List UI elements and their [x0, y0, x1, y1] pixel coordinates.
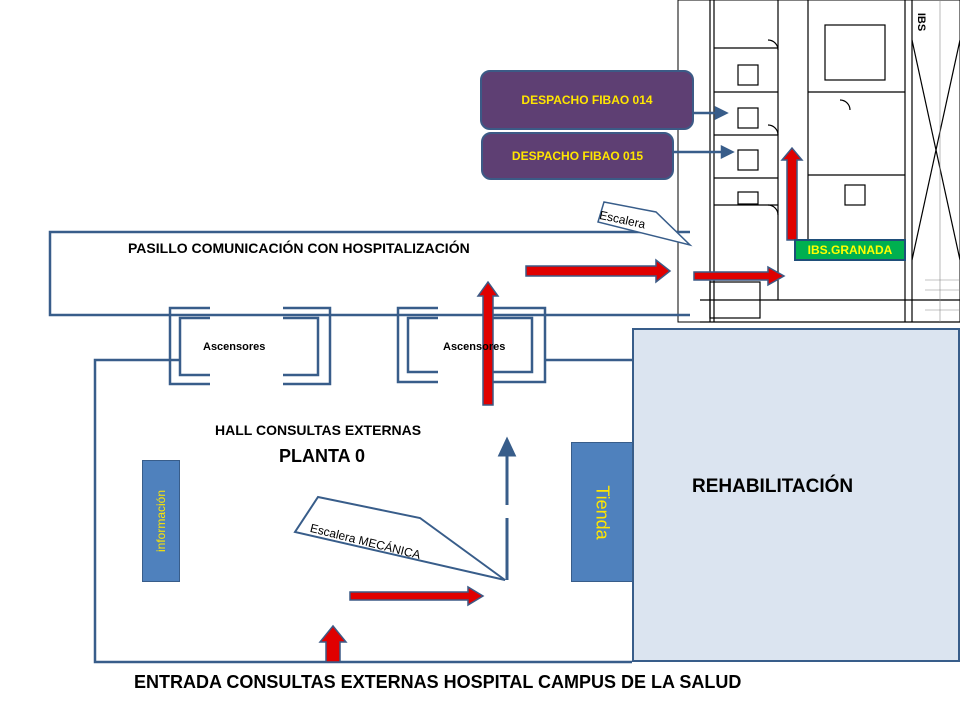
- hall-up-line: [497, 436, 517, 580]
- office-fibao-015[interactable]: DESPACHO FIBAO 015: [481, 132, 674, 180]
- corridor-outline: [48, 230, 690, 317]
- arrow-blueprint-right: [693, 265, 786, 287]
- hall-title: HALL CONSULTAS EXTERNAS: [215, 422, 422, 438]
- office-fibao-014[interactable]: DESPACHO FIBAO 014: [480, 70, 694, 130]
- rehab-area: REHABILITACIÓN: [632, 328, 960, 662]
- red-arrows: [318, 146, 804, 663]
- hall-outline: [93, 358, 632, 664]
- corridor-label: PASILLO COMUNICACIÓN CON HOSPITALIZACIÓN: [128, 240, 470, 256]
- arrow-elevator-up: [476, 280, 500, 406]
- escalator-mechanic: [293, 495, 506, 581]
- blueprint-tag: IBS: [915, 12, 928, 32]
- ibs-granada-badge[interactable]: IBS.GRANADA: [794, 239, 906, 261]
- office-pointer-arrows: [672, 105, 735, 160]
- elevator-left-label: Ascensores: [203, 341, 266, 353]
- arrow-hall-right: [349, 585, 485, 607]
- office-fibao-014-label: DESPACHO FIBAO 014: [521, 93, 653, 107]
- arrow-entrance-up: [318, 624, 348, 663]
- entrance-label: ENTRADA CONSULTAS EXTERNAS HOSPITAL CAMP…: [134, 672, 742, 692]
- rehab-label: REHABILITACIÓN: [692, 476, 854, 497]
- elevator-right-label: Ascensores: [443, 341, 506, 353]
- blueprint-plan: [677, 0, 960, 323]
- hall-floor: PLANTA 0: [279, 446, 366, 466]
- shop-block: Tienda: [571, 442, 633, 582]
- info-desk[interactable]: información: [142, 460, 180, 582]
- info-desk-label: información: [154, 489, 168, 553]
- elevator-right-shaft: [396, 306, 547, 384]
- arrow-ibs-up: [780, 146, 804, 241]
- shop-label: Tienda: [592, 484, 613, 540]
- stair-top: [597, 201, 693, 247]
- ibs-granada-label: IBS.GRANADA: [807, 243, 893, 257]
- elevator-left-shaft: [168, 306, 332, 386]
- office-fibao-015-label: DESPACHO FIBAO 015: [511, 149, 644, 163]
- arrow-corridor-right: [525, 258, 672, 284]
